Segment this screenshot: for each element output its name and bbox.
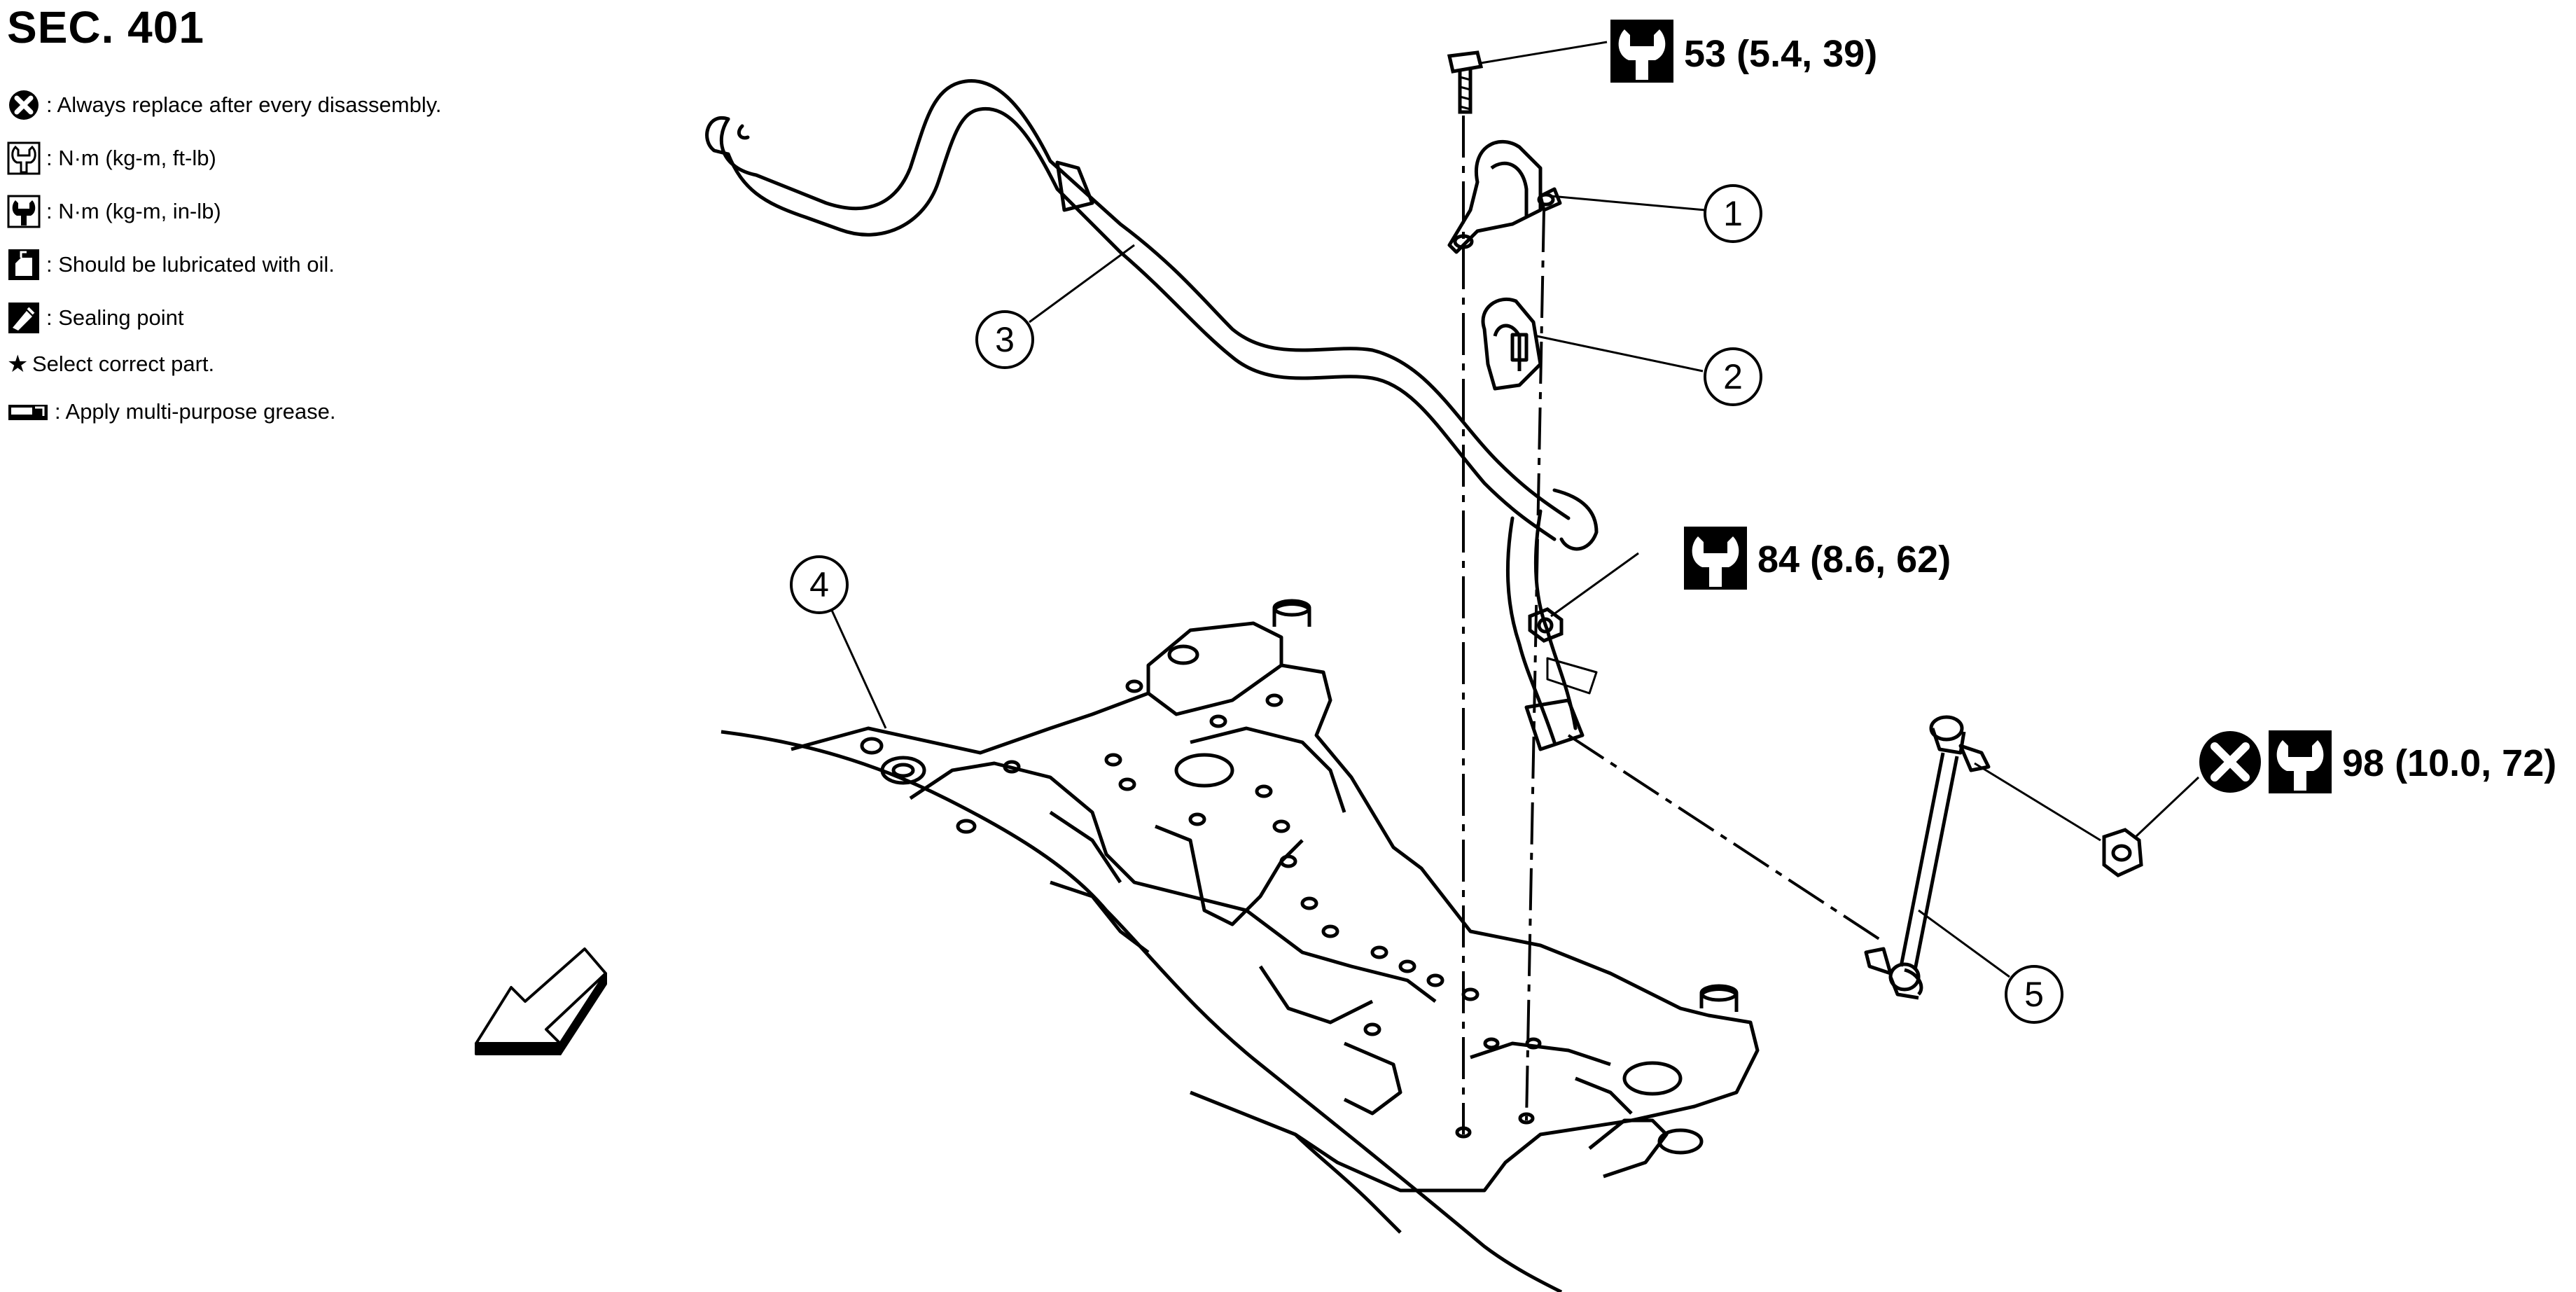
legend-row-replace: : Always replace after every disassembly… [7, 84, 442, 126]
torque-value: 53 (5.4, 39) [1684, 33, 1877, 75]
part-number-label: 4 [809, 565, 829, 604]
part-number-1: 1 [1704, 184, 1762, 243]
legend-text: Select correct part. [32, 352, 215, 376]
legend-text: : Should be lubricated with oil. [46, 252, 335, 277]
legend-row-grease: : Apply multi-purpose grease. [7, 391, 336, 433]
section-title: SEC. 401 [7, 2, 204, 53]
oil-can-icon [8, 249, 39, 280]
front-direction-arrow [475, 947, 607, 1055]
rod-nut-leader [1974, 762, 2101, 842]
front-suspension-member [720, 599, 1760, 1292]
replace-x-icon [2199, 731, 2261, 793]
legend-row-torque-ftlb: : N·m (kg-m, ft-lb) [7, 137, 216, 179]
wrench-torque-icon [7, 141, 41, 175]
part-number-2: 2 [1704, 347, 1762, 406]
alignment-lines [1462, 116, 1885, 1134]
part-number-5: 5 [2005, 965, 2063, 1024]
legend-row-star: ★ Select correct part. [7, 343, 214, 385]
wrench-torque-inlb-icon [7, 195, 41, 228]
wrench-torque-icon [1610, 20, 1673, 83]
wrench-torque-icon [1684, 527, 1747, 590]
clamp-bolt [1447, 50, 1484, 114]
legend-text: : N·m (kg-m, ft-lb) [46, 146, 216, 170]
stabilizer-connecting-rod [1864, 715, 1991, 1000]
star-icon: ★ [7, 351, 29, 377]
part-number-label: 5 [2024, 975, 2044, 1014]
torque-callout-link-nut: 98 (10.0, 72) [2199, 730, 2556, 793]
grease-icon [8, 405, 48, 420]
stabilizer-bushing [1481, 297, 1543, 391]
legend-text: : N·m (kg-m, in-lb) [46, 199, 221, 223]
torque-callout-bolt: 53 (5.4, 39) [1610, 20, 1877, 83]
part-number-label: 3 [995, 320, 1015, 359]
stabilizer-bar [705, 79, 1599, 751]
torque-callout-bar-nut: 84 (8.6, 62) [1684, 527, 1951, 590]
wrench-torque-icon [2269, 730, 2332, 793]
torque-value: 98 (10.0, 72) [2342, 742, 2556, 784]
legend-text: : Always replace after every disassembly… [46, 92, 442, 117]
leader-lines [828, 41, 2200, 978]
connecting-rod-nut [2102, 828, 2143, 877]
part-number-label: 2 [1723, 357, 1743, 396]
sealing-point-icon [8, 303, 39, 333]
legend-row-torque-inlb: : N·m (kg-m, in-lb) [7, 190, 221, 232]
legend-row-oil: : Should be lubricated with oil. [7, 244, 335, 286]
torque-value: 84 (8.6, 62) [1757, 539, 1951, 581]
legend-row-sealing: : Sealing point [7, 297, 183, 339]
part-number-3: 3 [975, 310, 1034, 369]
part-number-label: 1 [1723, 194, 1743, 233]
legend-text: : Apply multi-purpose grease. [55, 399, 336, 424]
replace-x-icon [9, 90, 39, 120]
bar-end-nut [1528, 607, 1564, 643]
legend-text: : Sealing point [46, 305, 184, 330]
part-number-4: 4 [790, 555, 849, 614]
